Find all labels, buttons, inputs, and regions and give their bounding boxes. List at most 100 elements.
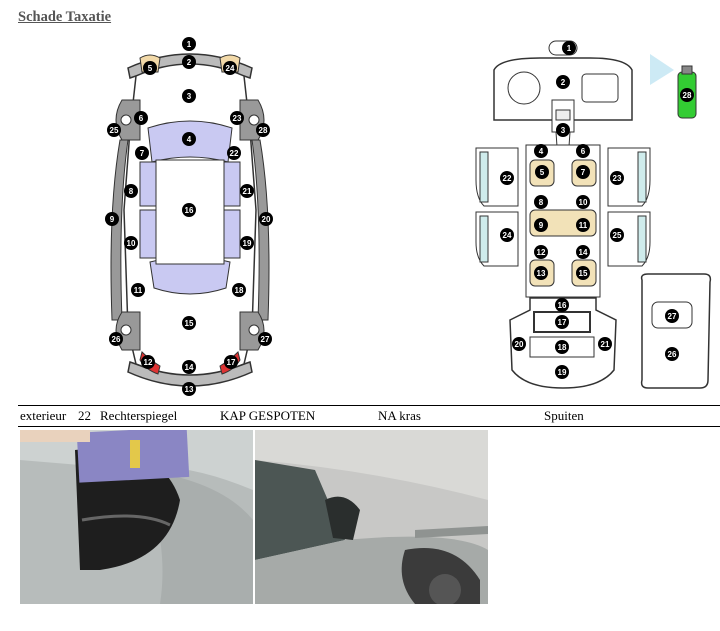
interior-marker-label-1: 1 — [567, 44, 572, 53]
exterior-marker-10[interactable] — [124, 236, 138, 250]
interior-marker-4[interactable] — [534, 144, 548, 158]
exterior-marker-11[interactable] — [131, 283, 145, 297]
interior-marker-11[interactable] — [576, 218, 590, 232]
exterior-marker-17[interactable] — [224, 355, 238, 369]
exterior-marker-label-14: 14 — [185, 363, 194, 372]
exterior-marker-label-13: 13 — [185, 385, 194, 394]
interior-marker-label-20: 20 — [515, 340, 524, 349]
exterior-marker-16[interactable] — [182, 203, 196, 217]
interior-marker-26[interactable] — [665, 347, 679, 361]
interior-marker-24[interactable] — [500, 228, 514, 242]
exterior-marker-26[interactable] — [109, 332, 123, 346]
exterior-marker-4[interactable] — [182, 132, 196, 146]
damage-photo-side[interactable] — [255, 430, 488, 604]
damage-condition: NA kras — [378, 408, 421, 423]
interior-marker-label-11: 11 — [579, 221, 588, 230]
interior-marker-label-27: 27 — [668, 312, 677, 321]
interior-marker-label-9: 9 — [539, 221, 544, 230]
damage-description: KAP GESPOTEN — [220, 408, 316, 423]
exterior-marker-3[interactable] — [182, 89, 196, 103]
exterior-marker-1[interactable] — [182, 37, 196, 51]
exterior-marker-27[interactable] — [258, 332, 272, 346]
interior-marker-22[interactable] — [500, 171, 514, 185]
interior-marker-7[interactable] — [576, 165, 590, 179]
exterior-marker-label-8: 8 — [129, 187, 134, 196]
exterior-marker-15[interactable] — [182, 316, 196, 330]
interior-marker-21[interactable] — [598, 337, 612, 351]
interior-marker-label-7: 7 — [581, 168, 586, 177]
interior-marker-20[interactable] — [512, 337, 526, 351]
interior-marker-15[interactable] — [576, 266, 590, 280]
exterior-marker-9[interactable] — [105, 212, 119, 226]
exterior-marker-14[interactable] — [182, 360, 196, 374]
exterior-marker-5[interactable] — [143, 61, 157, 75]
exterior-marker-label-18: 18 — [235, 286, 244, 295]
exterior-marker-label-11: 11 — [134, 286, 143, 295]
interior-marker-label-24: 24 — [503, 231, 512, 240]
interior-marker-label-6: 6 — [581, 147, 586, 156]
interior-marker-label-14: 14 — [579, 248, 588, 257]
exterior-marker-28[interactable] — [256, 123, 270, 137]
exterior-marker-label-19: 19 — [243, 239, 252, 248]
exterior-marker-2[interactable] — [182, 55, 196, 69]
exterior-marker-22[interactable] — [227, 146, 241, 160]
exterior-marker-23[interactable] — [230, 111, 244, 125]
damage-row[interactable]: exterieur 22 Rechterspiegel KAP GESPOTEN… — [18, 405, 720, 427]
exterior-marker-19[interactable] — [240, 236, 254, 250]
interior-marker-label-2: 2 — [561, 78, 566, 87]
exterior-marker-label-16: 16 — [185, 206, 194, 215]
interior-marker-label-5: 5 — [540, 168, 545, 177]
exterior-marker-12[interactable] — [141, 355, 155, 369]
interior-marker-9[interactable] — [534, 218, 548, 232]
interior-marker-23[interactable] — [610, 171, 624, 185]
exterior-marker-label-17: 17 — [227, 358, 236, 367]
exterior-marker-13[interactable] — [182, 382, 196, 396]
interior-marker-6[interactable] — [576, 144, 590, 158]
damage-photo-mirror[interactable] — [20, 430, 253, 604]
interior-marker-17[interactable] — [555, 315, 569, 329]
exterior-marker-label-23: 23 — [233, 114, 242, 123]
exterior-marker-label-24: 24 — [226, 64, 235, 73]
exterior-marker-label-2: 2 — [187, 58, 192, 67]
exterior-marker-label-25: 25 — [110, 126, 119, 135]
interior-marker-label-16: 16 — [558, 301, 567, 310]
interior-marker-25[interactable] — [610, 228, 624, 242]
interior-marker-8[interactable] — [534, 195, 548, 209]
damage-diagram: 1234567891011121314151617181920212223242… — [105, 37, 712, 396]
interior-marker-label-26: 26 — [668, 350, 677, 359]
interior-marker-13[interactable] — [534, 266, 548, 280]
interior-marker-12[interactable] — [534, 245, 548, 259]
exterior-marker-20[interactable] — [259, 212, 273, 226]
interior-marker-5[interactable] — [535, 165, 549, 179]
exterior-marker-label-7: 7 — [140, 149, 145, 158]
exterior-marker-6[interactable] — [134, 111, 148, 125]
interior-marker-27[interactable] — [665, 309, 679, 323]
interior-marker-14[interactable] — [576, 245, 590, 259]
interior-marker-19[interactable] — [555, 365, 569, 379]
page-title: Schade Taxatie — [18, 9, 112, 25]
interior-marker-label-18: 18 — [558, 343, 567, 352]
interior-marker-label-17: 17 — [558, 318, 567, 327]
interior-marker-1[interactable] — [562, 41, 576, 55]
interior-marker-2[interactable] — [556, 75, 570, 89]
interior-marker-10[interactable] — [576, 195, 590, 209]
exterior-marker-8[interactable] — [124, 184, 138, 198]
interior-marker-18[interactable] — [555, 340, 569, 354]
exterior-marker-21[interactable] — [240, 184, 254, 198]
interior-marker-3[interactable] — [556, 123, 570, 137]
exterior-car-diagram: 1234567891011121314151617181920212223242… — [105, 37, 273, 396]
exterior-marker-24[interactable] — [223, 61, 237, 75]
mirror-photo-image — [20, 430, 253, 604]
interior-marker-16[interactable] — [555, 298, 569, 312]
exterior-marker-group: 1234567891011121314151617181920212223242… — [105, 37, 273, 396]
exterior-marker-label-20: 20 — [262, 215, 271, 224]
interior-marker-28[interactable] — [680, 88, 694, 102]
interior-marker-label-3: 3 — [561, 126, 566, 135]
damage-action: Spuiten — [544, 408, 584, 423]
exterior-marker-7[interactable] — [135, 146, 149, 160]
side-photo-image — [255, 430, 488, 604]
exterior-marker-25[interactable] — [107, 123, 121, 137]
exterior-marker-18[interactable] — [232, 283, 246, 297]
exterior-marker-label-9: 9 — [110, 215, 115, 224]
